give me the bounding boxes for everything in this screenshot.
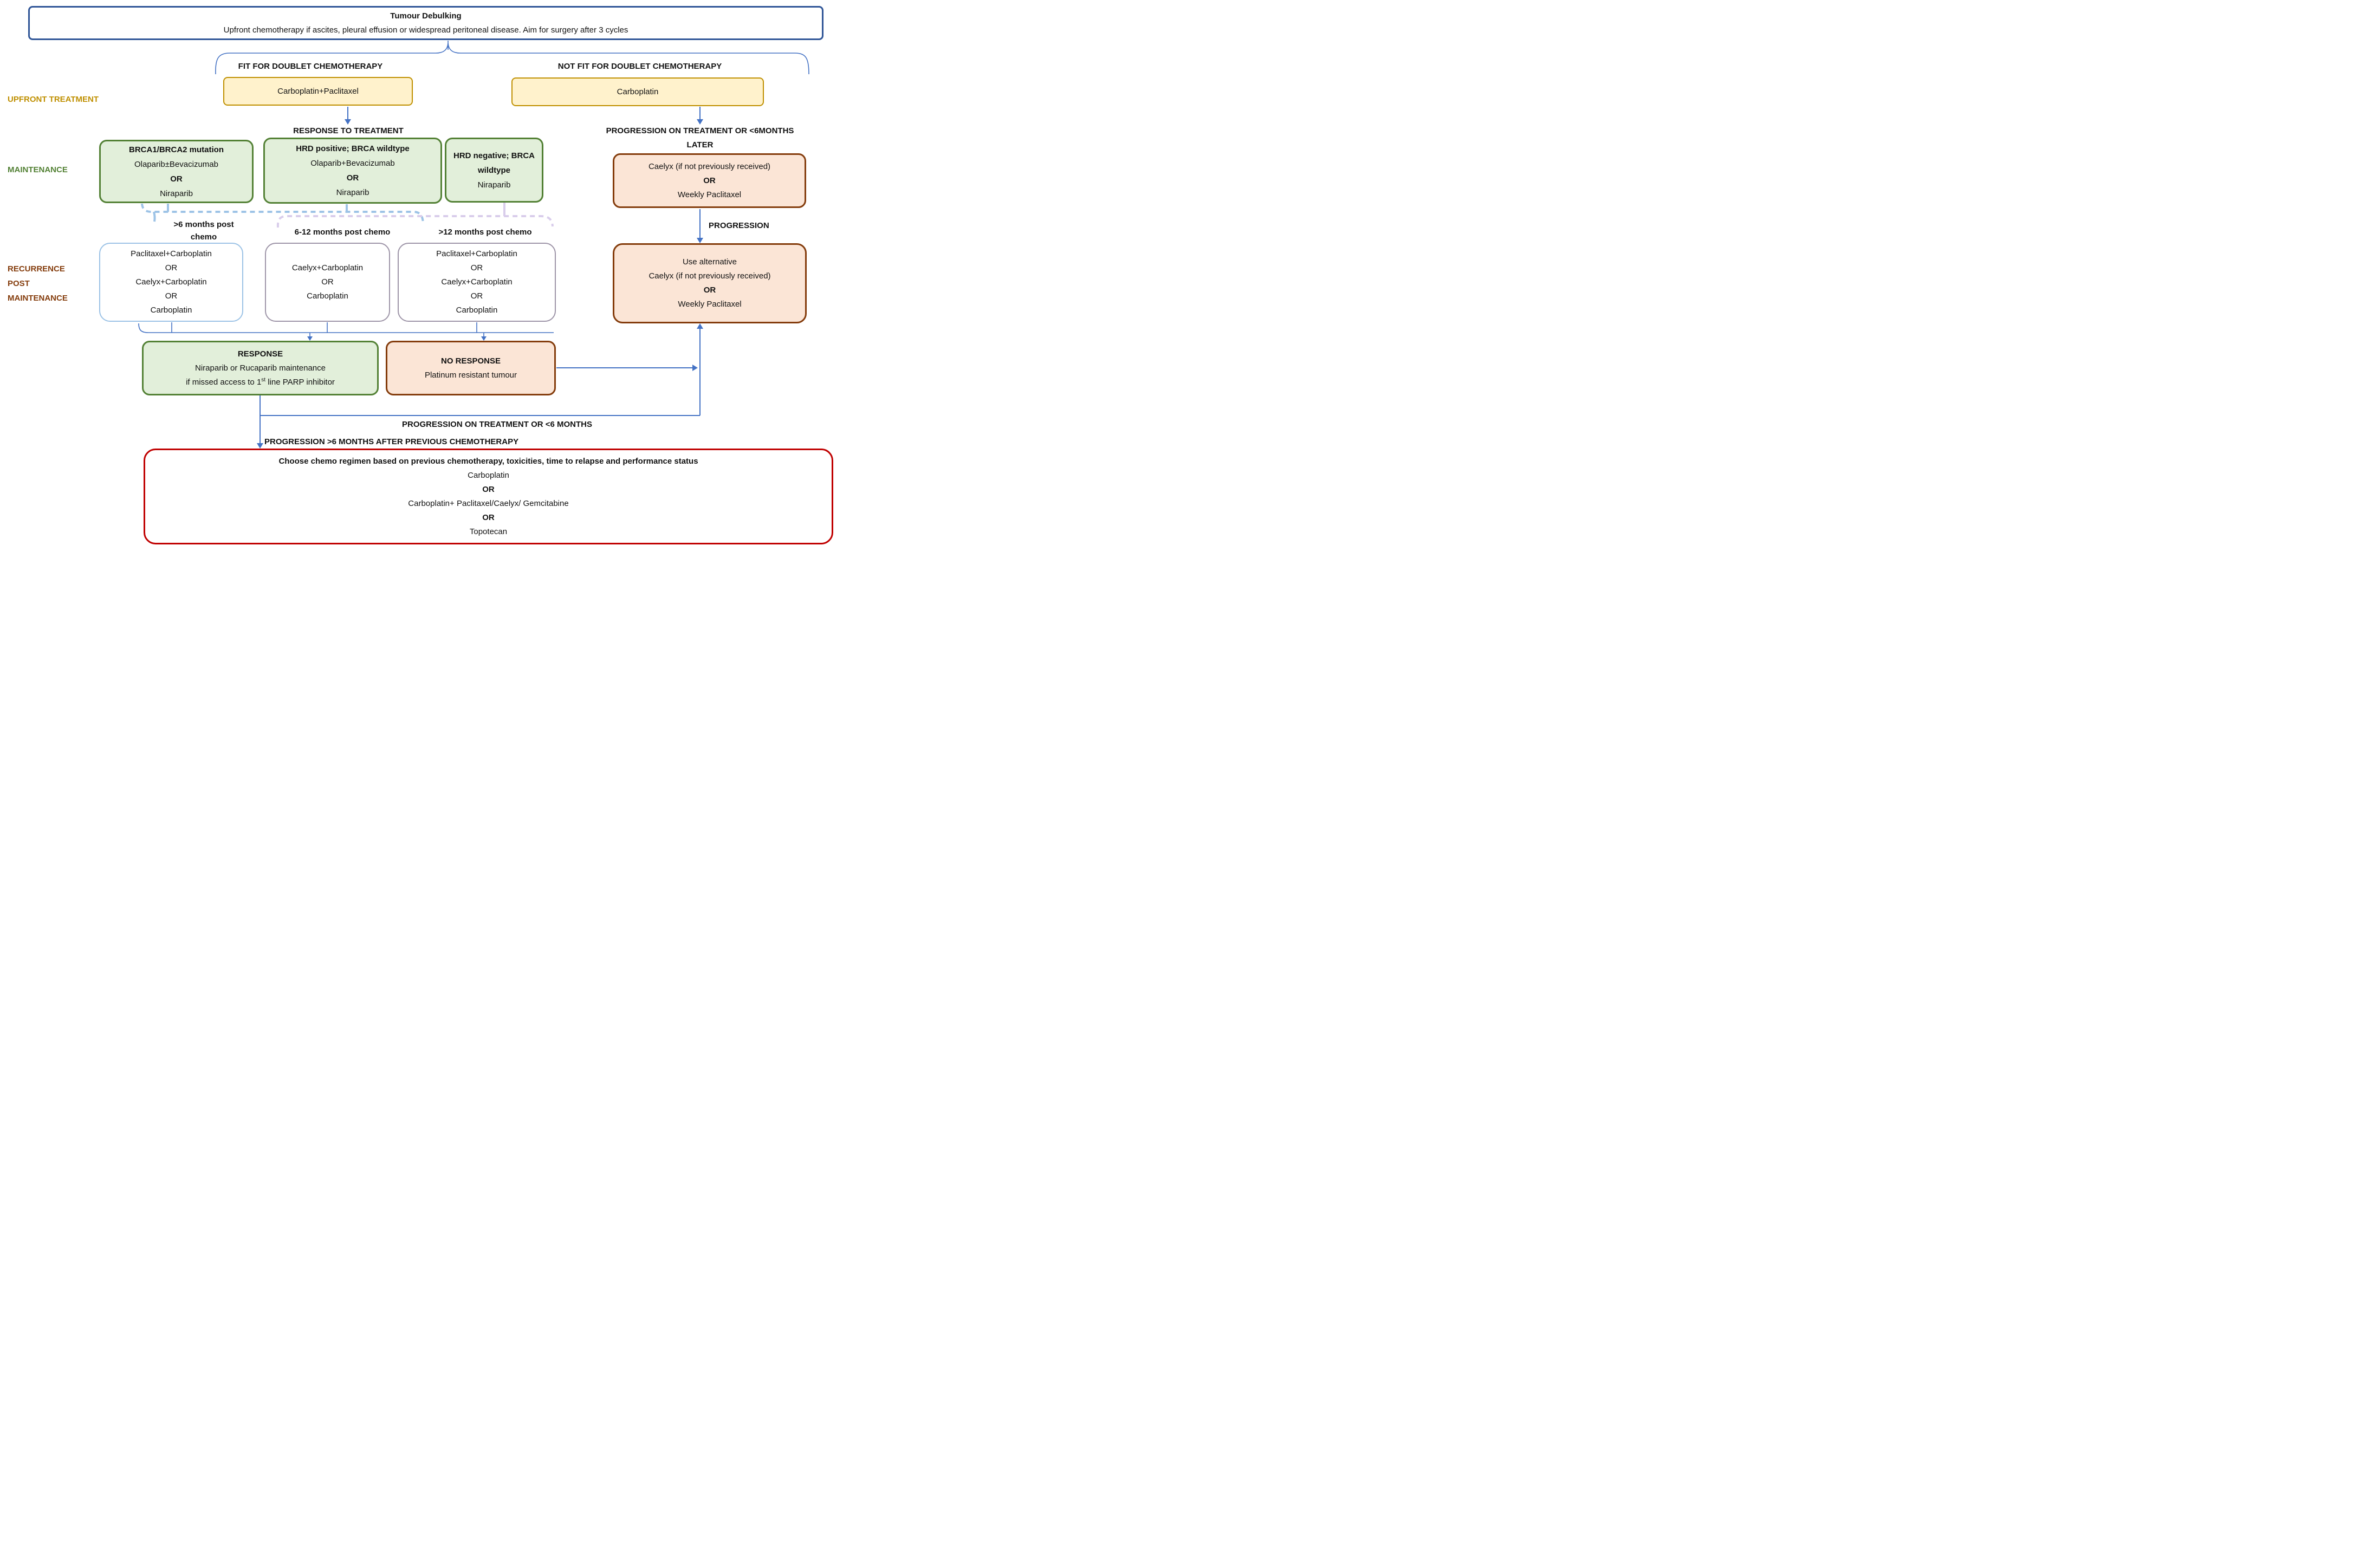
recurrence1-line1: Paclitaxel+Carboplatin [131, 249, 212, 258]
carboplatin-paclitaxel-box: Carboplatin+Paclitaxel [223, 77, 413, 106]
final-chemo-box: Choose chemo regimen based on previous c… [144, 449, 833, 544]
brca-mutation-line2: Niraparib [160, 189, 193, 198]
fit-branch-label: FIT FOR DOUBLET CHEMOTHERAPY [238, 62, 383, 71]
recurrence-box-3: Paclitaxel+Carboplatin OR Caelyx+Carbopl… [398, 243, 556, 322]
brca-mutation-title: BRCA1/BRCA2 mutation [128, 145, 224, 154]
recurrence1-or2: OR [165, 291, 178, 301]
caelyx-line2: Weekly Paclitaxel [677, 190, 742, 199]
response-line2: if missed access to 1st line PARP inhibi… [186, 375, 335, 389]
not-fit-branch-label: NOT FIT FOR DOUBLET CHEMOTHERAPY [557, 62, 722, 71]
response-box: RESPONSE Niraparib or Rucaparib maintena… [142, 341, 379, 395]
stage-label-upfront: UPFRONT TREATMENT [8, 95, 99, 104]
recurrence3-line2: Caelyx+Carboplatin [441, 277, 513, 287]
hrd-negative-line1: Niraparib [477, 180, 511, 190]
response-to-treatment-header: RESPONSE TO TREATMENT [293, 126, 404, 135]
hrd-positive-or: OR [346, 173, 359, 183]
response-line1: Niraparib or Rucaparib maintenance [195, 363, 326, 373]
brca-mutation-line1: Olaparib±Bevacizumab [134, 159, 218, 169]
progression-header-line1: PROGRESSION ON TREATMENT OR <6MONTHS [606, 126, 794, 135]
final-chemo-line2: Carboplatin+ Paclitaxel/Caelyx/ Gemcitab… [408, 498, 569, 508]
final-chemo-line1: Carboplatin [468, 470, 509, 480]
recurrence2-or1: OR [321, 277, 334, 287]
response-title: RESPONSE [237, 349, 283, 359]
carboplatin-text: Carboplatin [617, 87, 659, 96]
stage-label-recurrence: RECURRENCE POST MAINTENANCE [8, 264, 68, 303]
timing-gt6-label: >6 months post chemo [173, 220, 234, 242]
brca-mutation-or: OR [170, 174, 183, 184]
recurrence3-or1: OR [470, 263, 483, 272]
hrd-negative-box: HRD negative; BRCA wildtype Niraparib [445, 138, 543, 203]
hrd-negative-title: HRD negative; BRCA wildtype [453, 151, 535, 175]
no-response-title: NO RESPONSE [440, 356, 501, 366]
split-brace [215, 43, 809, 75]
recurrence1-line3: Carboplatin [150, 306, 192, 315]
alternative-line2: Caelyx (if not previously received) [648, 271, 771, 281]
connector-lines [138, 41, 809, 449]
hrd-positive-title: HRD positive; BRCA wildtype [296, 144, 410, 153]
alternative-line1: Use alternative [682, 257, 737, 267]
caelyx-box: Caelyx (if not previously received) OR W… [613, 153, 806, 208]
tumour-debulking-subtitle: Upfront chemotherapy if ascites, pleural… [223, 25, 628, 35]
carboplatin-paclitaxel-text: Carboplatin+Paclitaxel [277, 86, 359, 96]
final-chemo-line3: Topotecan [469, 527, 508, 536]
recurrence3-or2: OR [470, 291, 483, 301]
final-chemo-or2: OR [482, 512, 495, 522]
caelyx-line1: Caelyx (if not previously received) [648, 161, 771, 171]
stage-label-maintenance: MAINTENANCE [8, 165, 68, 174]
timing-gt12-label: >12 months post chemo [438, 228, 532, 237]
alternative-line3: Weekly Paclitaxel [678, 300, 742, 309]
recurrence-bracket [138, 323, 554, 333]
progression-header-line2: LATER [686, 140, 714, 150]
alternative-box: Use alternative Caelyx (if not previousl… [613, 243, 807, 323]
progression-arrow-label: PROGRESSION [709, 221, 769, 230]
path-label-after-chemo: PROGRESSION >6 MONTHS AFTER PREVIOUS CHE… [264, 437, 519, 446]
no-response-box: NO RESPONSE Platinum resistant tumour [386, 341, 556, 395]
recurrence1-or1: OR [165, 263, 178, 272]
recurrence-box-2: Caelyx+Carboplatin OR Carboplatin [265, 243, 390, 322]
no-response-line1: Platinum resistant tumour [424, 370, 517, 380]
progression-header: PROGRESSION ON TREATMENT OR <6MONTHS LAT… [580, 124, 820, 152]
tumour-debulking-title: Tumour Debulking [390, 11, 462, 21]
hrd-positive-line1: Olaparib+Bevacizumab [310, 159, 395, 168]
recurrence3-line3: Carboplatin [456, 306, 498, 315]
response-line2-pre: if missed access to 1 [186, 377, 262, 387]
hrd-positive-box: HRD positive; BRCA wildtype Olaparib+Bev… [263, 138, 442, 204]
treatment-flowchart: Tumour Debulking Upfront chemotherapy if… [0, 0, 849, 554]
recurrence1-line2: Caelyx+Carboplatin [135, 277, 207, 287]
tumour-debulking-box: Tumour Debulking Upfront chemotherapy if… [28, 6, 823, 40]
carboplatin-box: Carboplatin [511, 77, 764, 106]
path-label-on-treatment: PROGRESSION ON TREATMENT OR <6 MONTHS [402, 420, 592, 429]
alternative-or: OR [703, 285, 716, 295]
hrd-positive-line2: Niraparib [336, 188, 369, 197]
caelyx-or: OR [703, 176, 716, 185]
final-chemo-title: Choose chemo regimen based on previous c… [278, 456, 698, 466]
response-line2-post: line PARP inhibitor [265, 377, 335, 387]
recurrence3-line1: Paclitaxel+Carboplatin [436, 249, 517, 258]
recurrence2-line2: Carboplatin [307, 291, 348, 301]
final-chemo-or1: OR [482, 484, 495, 494]
response-line2-sup: st [261, 376, 266, 383]
timing-6-12-label: 6-12 months post chemo [294, 228, 391, 237]
brca-mutation-box: BRCA1/BRCA2 mutation Olaparib±Bevacizuma… [99, 140, 254, 203]
recurrence2-line1: Caelyx+Carboplatin [291, 263, 364, 272]
recurrence-box-1: Paclitaxel+Carboplatin OR Caelyx+Carbopl… [99, 243, 243, 322]
